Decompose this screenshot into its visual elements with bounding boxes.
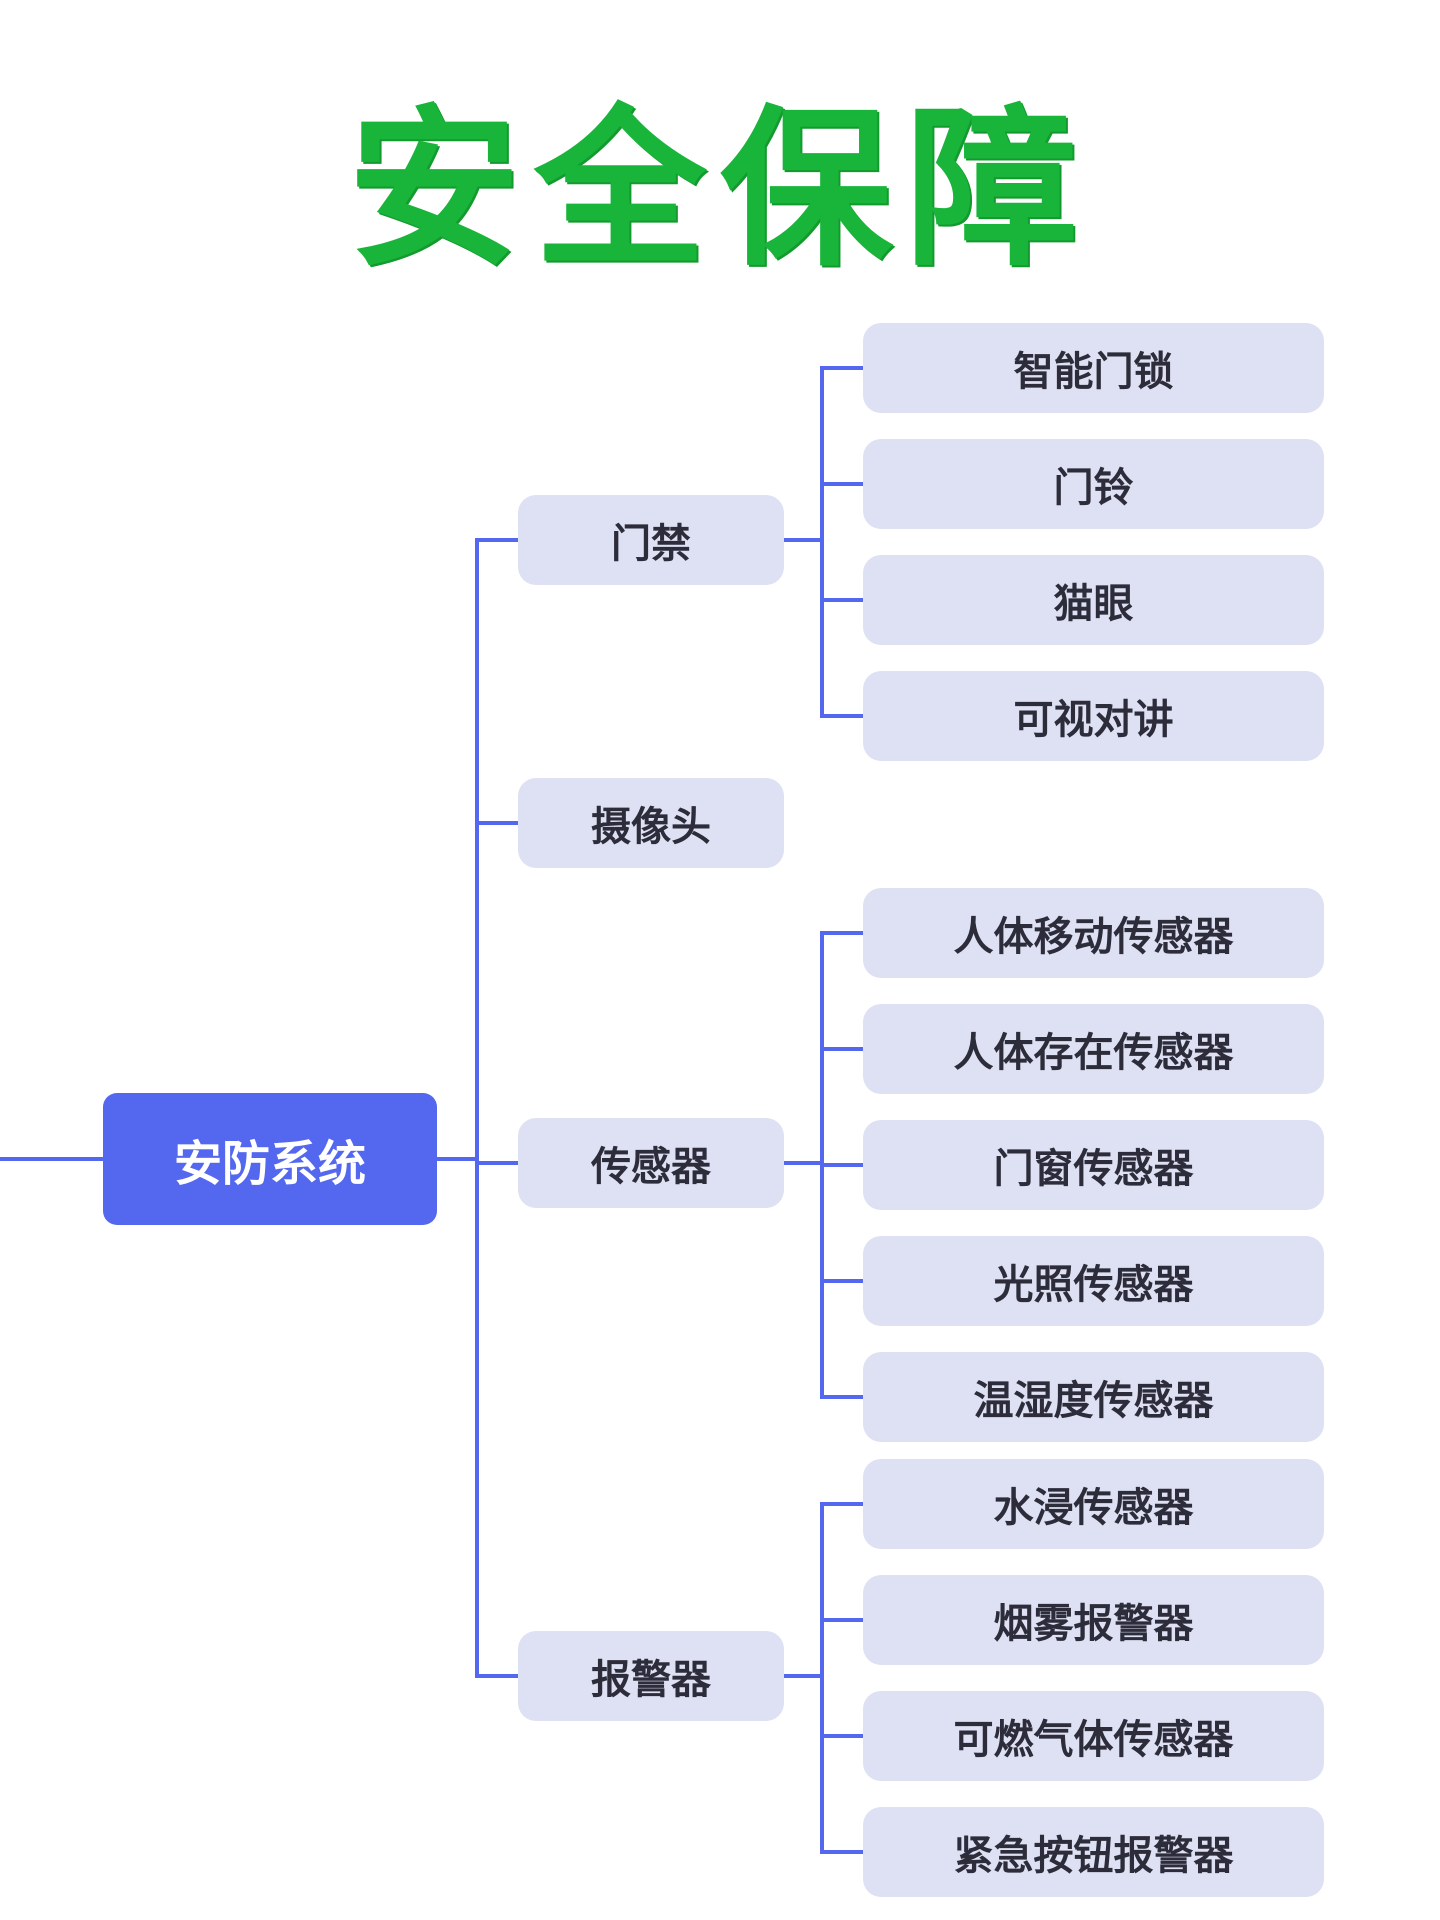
leaf-node[interactable]: 光照传感器 [863,1236,1324,1326]
leaf-node[interactable]: 烟雾报警器 [863,1575,1324,1665]
root-node[interactable]: 安防系统 [103,1093,437,1225]
leaf-node[interactable]: 可燃气体传感器 [863,1691,1324,1781]
leaf-node[interactable]: 温湿度传感器 [863,1352,1324,1442]
leaf-node[interactable]: 可视对讲 [863,671,1324,761]
leaf-node[interactable]: 门铃 [863,439,1324,529]
branch-node[interactable]: 门禁 [518,495,784,585]
leaf-node[interactable]: 人体移动传感器 [863,888,1324,978]
page-title: 安全保障 [348,89,1092,290]
leaf-node[interactable]: 人体存在传感器 [863,1004,1324,1094]
leaf-node[interactable]: 紧急按钮报警器 [863,1807,1324,1897]
leaf-node[interactable]: 水浸传感器 [863,1459,1324,1549]
leaf-node[interactable]: 猫眼 [863,555,1324,645]
branch-node[interactable]: 传感器 [518,1118,784,1208]
branch-node[interactable]: 摄像头 [518,778,784,868]
leaf-node[interactable]: 门窗传感器 [863,1120,1324,1210]
leaf-node[interactable]: 智能门锁 [863,323,1324,413]
branch-node[interactable]: 报警器 [518,1631,784,1721]
